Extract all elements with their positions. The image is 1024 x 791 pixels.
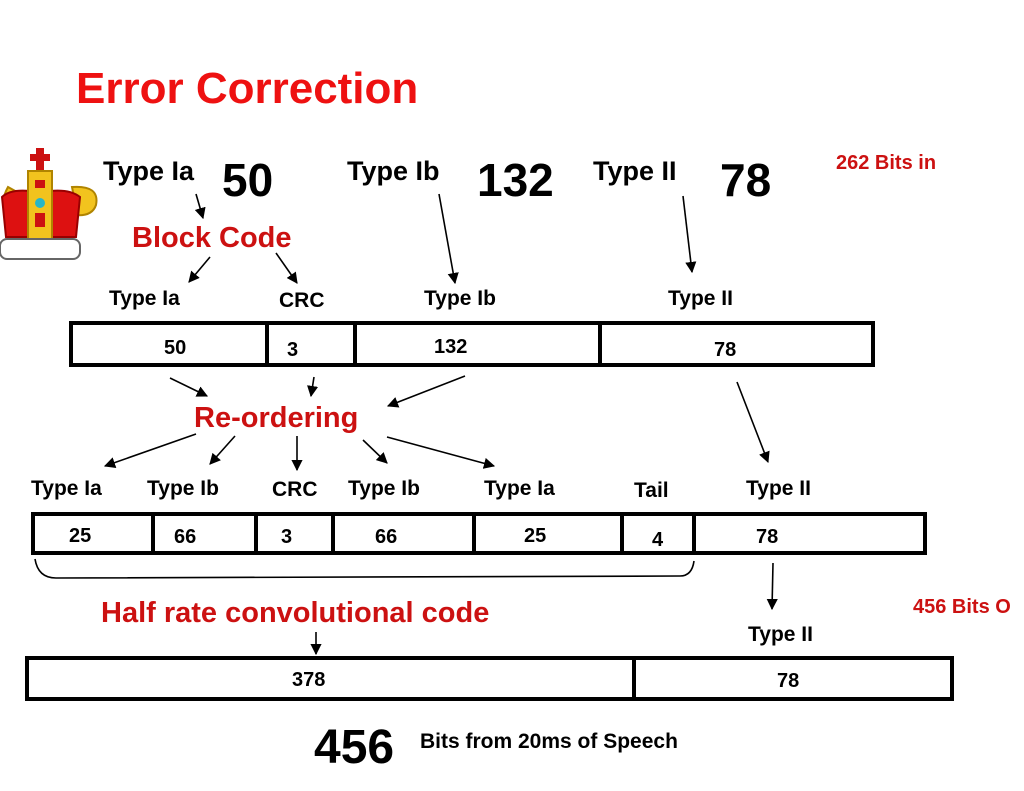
block-divider <box>598 321 602 367</box>
block-divider <box>265 321 269 367</box>
arrow-ii-to-coded <box>766 562 778 611</box>
crown-icon <box>0 148 98 260</box>
reorder-cell-type-ii: 78 <box>756 526 779 548</box>
coded-cell-convolved: 378 <box>292 669 326 691</box>
top-type-ib-label: Type Ib <box>347 156 440 186</box>
reorder-cell-type-ib: 66 <box>174 526 197 548</box>
reorder-divider <box>331 512 335 555</box>
top-type-ia-bits: 50 <box>222 154 274 206</box>
top-type-ii-bits: 78 <box>720 154 772 206</box>
arrow-reorder-to-ib2 <box>362 439 388 464</box>
block-header-type-ii: Type II <box>668 287 733 310</box>
top-type-ia-label: Type Ia <box>103 156 195 186</box>
block-cell-type-ia: 50 <box>164 337 187 359</box>
reorder-header-type-ib: Type Ib <box>348 477 420 500</box>
arrow-block-to-ia <box>188 256 211 283</box>
bits-out-note: 456 Bits O <box>913 596 1011 618</box>
arrow-reorder-to-ia <box>103 433 197 468</box>
reorder-cell-crc: 3 <box>281 526 293 548</box>
bits-in-note: 262 Bits in <box>836 152 937 174</box>
arrow-crc-to-reorder <box>307 376 319 398</box>
arrow-ia-to-block <box>194 193 206 220</box>
block-cell-type-ii: 78 <box>714 339 737 361</box>
reorder-cell-type-ia: 25 <box>524 525 547 547</box>
reorder-header-type-ii: Type II <box>746 477 811 500</box>
reorder-cell-type-ib: 66 <box>375 526 398 548</box>
coded-divider <box>632 656 636 701</box>
coded-bar <box>25 656 954 701</box>
reorder-header-crc: CRC <box>272 478 318 501</box>
block-header-type-ia: Type Ia <box>109 287 180 310</box>
coded-cell-type-ii: 78 <box>777 670 800 692</box>
reorder-divider <box>254 512 258 555</box>
reorder-header-type-ib: Type Ib <box>147 477 219 500</box>
top-type-ib-bits: 132 <box>477 154 554 206</box>
arrow-ii-down <box>682 195 697 274</box>
block-code-label: Block Code <box>132 222 292 254</box>
block-divider <box>353 321 357 367</box>
arrow-block-to-crc <box>275 252 298 284</box>
reorder-divider <box>620 512 624 555</box>
block-header-type-ib: Type Ib <box>424 287 496 310</box>
reorder-header-type-ia: Type Ia <box>484 477 555 500</box>
conv-header-type-ii: Type II <box>748 623 813 646</box>
block-cell-crc: 3 <box>287 339 299 361</box>
reordered-bar <box>31 512 927 555</box>
arrow-ii-to-reorder <box>736 381 770 464</box>
page-title: Error Correction <box>76 64 419 113</box>
arrow-ia-to-reorder <box>169 377 209 397</box>
reorder-cell-type-ia: 25 <box>69 525 92 547</box>
footer-caption: Bits from 20ms of Speech <box>420 730 678 753</box>
block-cell-type-ib: 132 <box>434 336 468 358</box>
arrow-ib-to-reorder <box>386 375 466 408</box>
block-header-crc: CRC <box>279 289 325 312</box>
reorder-cell-tail: 4 <box>652 529 664 551</box>
convolutional-code-label: Half rate convolutional code <box>101 597 490 629</box>
reorder-divider <box>472 512 476 555</box>
top-type-ii-label: Type II <box>593 156 677 186</box>
bracket <box>34 558 695 579</box>
arrow-reorder-to-ia2 <box>386 436 496 469</box>
total-bits: 456 <box>314 721 395 774</box>
reorder-header-tail: Tail <box>634 479 669 502</box>
reordering-label: Re-ordering <box>194 402 359 434</box>
reorder-header-type-ia: Type Ia <box>31 477 102 500</box>
arrow-ib-down <box>438 193 459 285</box>
reorder-divider <box>151 512 155 555</box>
block-code-bar <box>69 321 875 367</box>
arrow-reorder-to-ib <box>209 435 236 465</box>
reorder-divider <box>692 512 696 555</box>
